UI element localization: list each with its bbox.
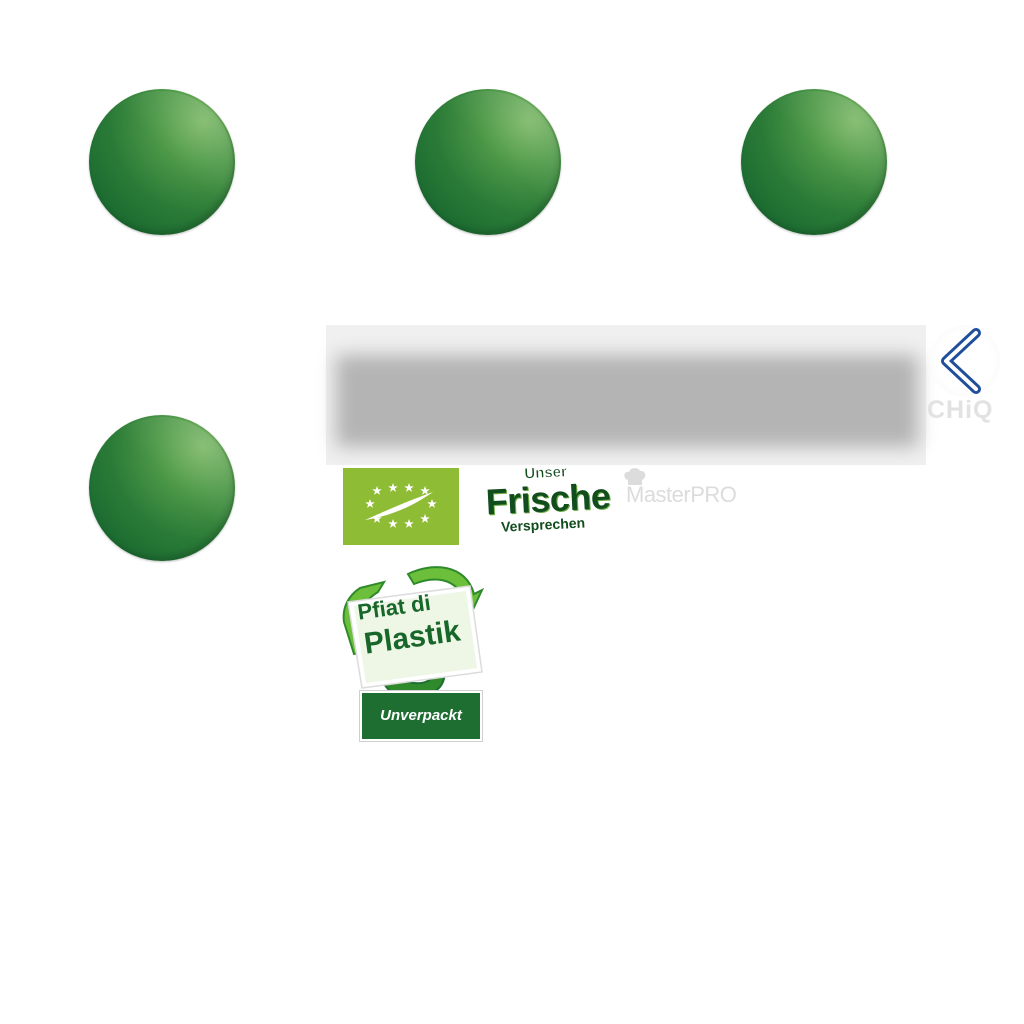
eu-organic-logo xyxy=(343,468,459,545)
unverpackt-ribbon: Unverpackt xyxy=(360,691,482,741)
green-circle-button-3[interactable] xyxy=(741,89,887,235)
blurred-banner-content xyxy=(336,355,918,447)
frische-versprechen-logo: Unser Frische Versprechen xyxy=(482,460,626,547)
eu-organic-leaf-icon xyxy=(365,483,437,528)
green-circle-button-2[interactable] xyxy=(415,89,561,235)
green-circle-button-1[interactable] xyxy=(89,89,235,235)
pfiat-di-plastik-badge: Pfiat di Plastik Unverpackt xyxy=(324,560,494,742)
recycle-arrows-icon xyxy=(342,566,485,709)
chevron-left-icon xyxy=(941,328,981,394)
frische-bottom-text: Versprechen xyxy=(500,514,586,535)
blurred-banner xyxy=(326,325,926,465)
masterpro-watermark: MasterPRO xyxy=(622,466,772,507)
back-button[interactable] xyxy=(930,325,1000,397)
green-circle-button-4[interactable] xyxy=(89,415,235,561)
chiq-watermark: CHiQ xyxy=(927,396,994,424)
chef-hat-icon xyxy=(624,468,646,485)
masterpro-text: MasterPRO xyxy=(626,482,737,507)
